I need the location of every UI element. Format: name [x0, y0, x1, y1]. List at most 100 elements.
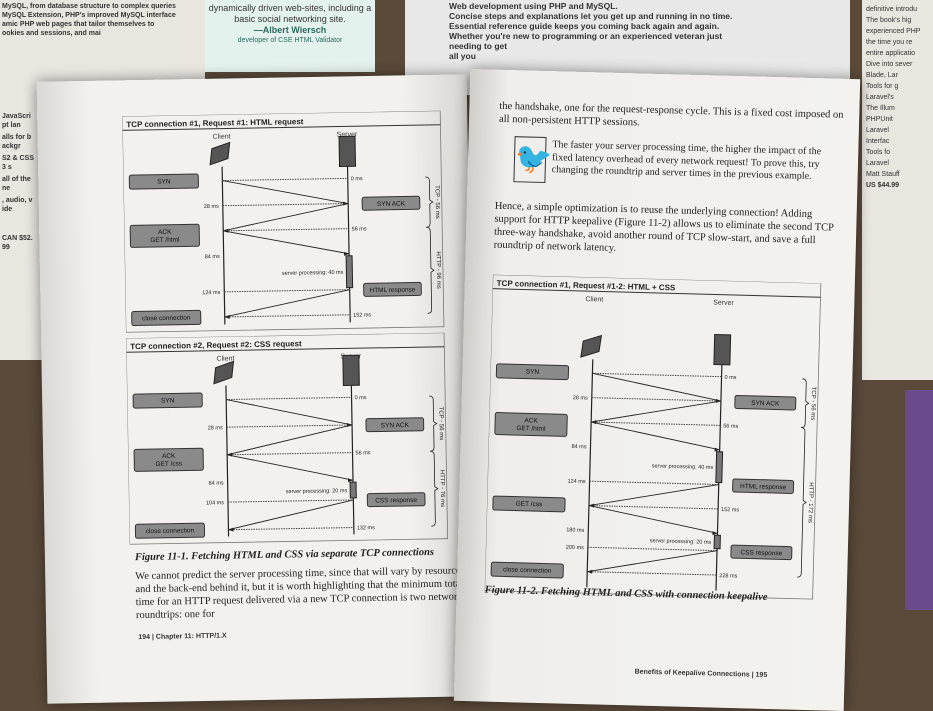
- dotted-guide: [591, 397, 721, 402]
- arrow-head: [347, 478, 354, 483]
- book-line: Tools for g: [866, 83, 899, 90]
- book-text-lines: Web development using PHP and MySQL.Conc…: [409, 1, 846, 61]
- dotted-guide: [591, 421, 721, 426]
- client-timeline: [225, 385, 230, 537]
- left-page: TCP connection #1, Request #1: HTML requ…: [36, 74, 478, 704]
- arrow-head: [224, 314, 230, 319]
- book-price: CAN $52.99: [2, 235, 33, 251]
- client-message-box: [494, 412, 568, 437]
- background-book-quote: dynamically driven web-sites, including …: [205, 0, 375, 72]
- message-arrow: [224, 289, 350, 318]
- server-timeline: [346, 166, 351, 323]
- page-footer: Benefits of Keepalive Connections | 195: [634, 668, 768, 679]
- book-line: Interfac: [866, 138, 890, 145]
- server-time-label: 152 ms: [353, 312, 371, 318]
- server-message-label: HTML response: [369, 286, 415, 294]
- book-line: Concise steps and explanations let you g…: [449, 11, 733, 21]
- server-timeline: [350, 385, 355, 535]
- client-message-box: [134, 522, 206, 539]
- client-message-label: ACKGET /css: [155, 453, 183, 468]
- server-message-label: SYN ACK: [377, 201, 406, 209]
- book-line: Essential reference guide keeps you comi…: [449, 21, 720, 31]
- client-time-label: 84 ms: [205, 254, 220, 260]
- server-time-label: 56 ms: [723, 423, 738, 429]
- intro-paragraph: the handshake, one for the request-respo…: [498, 100, 844, 129]
- message-arrow: [587, 550, 718, 573]
- client-message-box: [495, 363, 570, 381]
- client-label: Client: [213, 133, 231, 140]
- diagram-keepalive: TCP connection #1, Request #1-2: HTML + …: [484, 274, 822, 600]
- message-arrow: [588, 484, 719, 506]
- server-icon: [338, 135, 357, 168]
- message-arrow: [588, 505, 718, 534]
- server-processing-bar: [349, 481, 357, 499]
- message-arrow: [592, 372, 722, 402]
- book-price: US $44.99: [866, 182, 900, 189]
- message-arrow: [222, 180, 349, 204]
- book-line: Dive into sever: [866, 61, 913, 68]
- book-line: , audio, vide: [2, 197, 33, 213]
- title-rule: [126, 346, 445, 353]
- dotted-guide: [587, 571, 717, 576]
- server-time-label: 152 ms: [721, 507, 739, 513]
- server-time-label: 228 ms: [719, 573, 737, 579]
- client-message-box: [490, 561, 564, 579]
- duration-label: TCP - 56 ms: [437, 407, 444, 441]
- brace: [430, 450, 439, 527]
- title-rule: [122, 124, 441, 131]
- diagram-title: TCP connection #1, Request #1-2: HTML + …: [497, 279, 676, 293]
- client-time-label: 200 ms: [566, 545, 584, 551]
- chapter-name: Chapter 11: HTTP/1.X: [155, 632, 227, 641]
- background-book-purple: [905, 390, 933, 610]
- book-line: definitive introdu: [866, 6, 917, 13]
- client-message-label: close connection: [503, 566, 552, 574]
- server-message-label: CSS response: [740, 549, 782, 557]
- figure-frame: [122, 110, 445, 333]
- dotted-guide: [227, 452, 353, 456]
- server-message-box: [734, 394, 797, 411]
- book-line: S2 & CSS3 s: [2, 155, 34, 171]
- server-processing-label: server processing: 20 ms: [650, 538, 712, 546]
- message-arrow: [591, 421, 720, 451]
- message-arrow: [228, 499, 354, 531]
- brace: [426, 226, 435, 314]
- client-time-label: 28 ms: [208, 425, 223, 431]
- book-line: JavaScript lan: [2, 113, 31, 129]
- book-line: Laravel: [866, 160, 889, 167]
- dotted-guide: [228, 527, 354, 531]
- client-time-label: 124 ms: [567, 479, 585, 485]
- message-arrow: [223, 203, 349, 232]
- server-time-label: 56 ms: [352, 226, 367, 232]
- quote-role: developer of CSE HTML Validator: [237, 37, 343, 44]
- brace: [429, 395, 438, 452]
- book-line: Tools fo: [866, 149, 891, 156]
- duration-label: HTTP - 76 ms: [438, 470, 445, 507]
- client-message-label: SYN: [526, 369, 540, 376]
- book-line: MySQL, from database structure to comple…: [2, 3, 176, 10]
- book-line: experienced PHP: [866, 28, 921, 35]
- body-paragraph: We cannot predict the server processing …: [135, 565, 464, 622]
- quote-author: —Albert Wiersch: [253, 25, 327, 35]
- client-time-label: 28 ms: [573, 395, 588, 401]
- book-line: Web development using PHP and MySQL.: [449, 1, 618, 11]
- diagram-tcp-connection-2: TCP connection #2, Request #2: CSS reque…: [126, 332, 449, 545]
- book-line: PHPUnit: [866, 116, 893, 123]
- title-rule: [492, 288, 821, 298]
- client-timeline: [221, 166, 226, 325]
- server-time-label: 56 ms: [355, 450, 370, 456]
- laptop-icon: [209, 141, 231, 166]
- server-time-label: 0 ms: [724, 375, 736, 381]
- quote-text: dynamically driven web-sites, including …: [208, 3, 372, 24]
- arrow-head: [587, 569, 593, 574]
- client-message-box: [131, 309, 202, 327]
- duration-label: HTTP - 172 ms: [807, 482, 814, 523]
- client-message-label: SYN: [161, 397, 175, 404]
- server-message-label: CSS response: [375, 497, 417, 505]
- arrow-head: [714, 447, 720, 452]
- server-icon: [713, 333, 732, 366]
- book-line: MySQL Extension, PHP's improved MySQL in…: [2, 12, 176, 19]
- book-line: entire applicatio: [866, 50, 916, 57]
